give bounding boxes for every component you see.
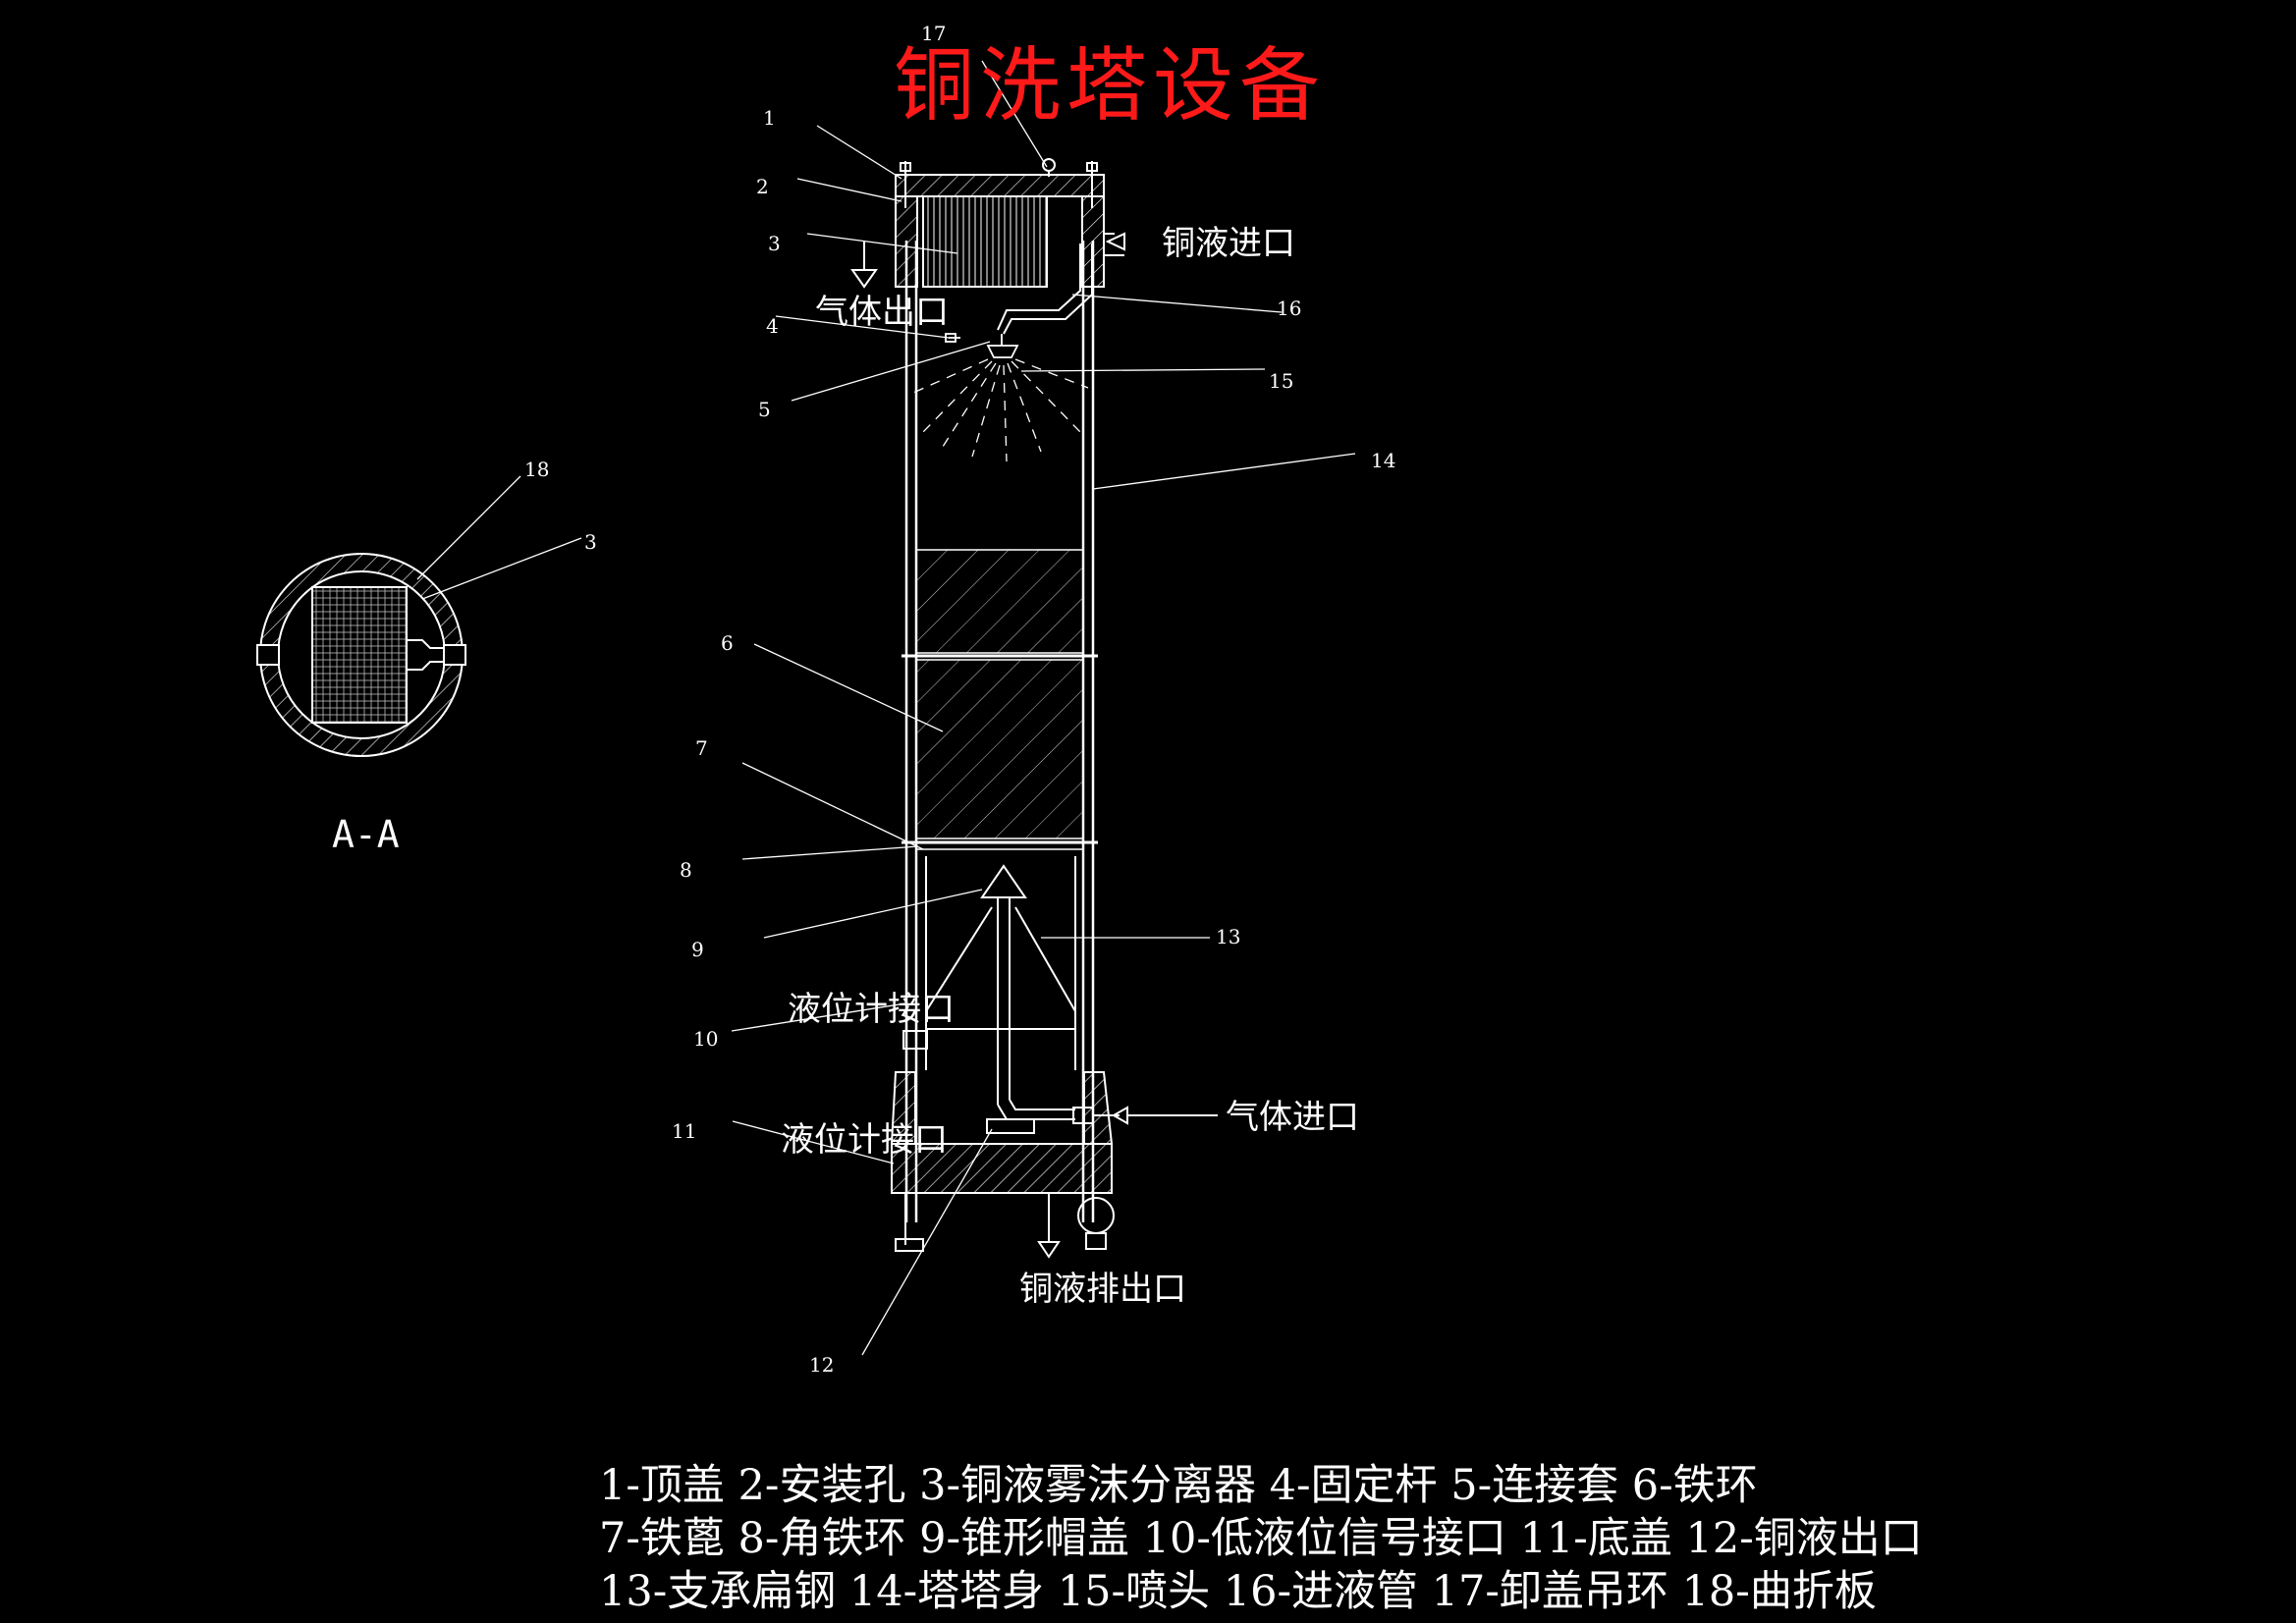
part-number-7: 7	[695, 736, 708, 760]
part-number-3-section: 3	[584, 530, 597, 554]
page-title: 铜洗塔设备	[894, 39, 1327, 133]
part-number-3: 3	[768, 232, 781, 255]
packing-beds	[902, 549, 1098, 850]
legend-line-1: 1-顶盖 2-安装孔 3-铜液雾沫分离器 4-固定杆 5-连接套 6-铁环	[599, 1461, 1758, 1510]
section-label: A-A	[332, 813, 400, 856]
label-copper-liquid-drain: 铜液排出口	[1019, 1270, 1186, 1309]
part-number-16: 16	[1277, 297, 1302, 320]
part-number-6: 6	[721, 631, 734, 655]
bottom-cover	[890, 1071, 1120, 1259]
part-number-15: 15	[1269, 369, 1294, 393]
top-cover	[895, 158, 1105, 288]
section-a-a	[256, 553, 466, 757]
label-level-port-upper: 液位计接口	[788, 990, 955, 1029]
inlet-pipe	[997, 232, 1125, 335]
part-number-14: 14	[1371, 449, 1396, 472]
label-copper-liquid-inlet: 铜液进口	[1162, 224, 1295, 263]
legend-line-2: 7-铁蓖 8-角铁环 9-锥形帽盖 10-低液位信号接口 11-底盖 12-铜液…	[599, 1514, 1923, 1563]
legend-line-3: 13-支承扁钢 14-塔塔身 15-喷头 16-进液管 17-卸盖吊环 18-曲…	[599, 1567, 1877, 1616]
flow-arrows	[850, 242, 1218, 1125]
spray-nozzle	[912, 333, 1089, 462]
part-number-11: 11	[672, 1119, 697, 1143]
support-and-cone	[902, 856, 1076, 1120]
label-gas-inlet: 气体进口	[1226, 1098, 1359, 1137]
part-number-13: 13	[1216, 925, 1241, 948]
part-number-9: 9	[691, 938, 704, 961]
part-number-2: 2	[756, 175, 769, 198]
part-number-17: 17	[921, 22, 947, 45]
part-number-1: 1	[763, 106, 776, 130]
leader-lines	[416, 60, 1356, 1356]
label-level-port-lower: 液位计接口	[781, 1120, 948, 1160]
part-number-12: 12	[809, 1353, 835, 1377]
part-number-8: 8	[680, 858, 692, 882]
part-number-4: 4	[766, 314, 779, 338]
part-number-10: 10	[693, 1027, 719, 1051]
label-gas-outlet: 气体出口	[815, 293, 949, 332]
part-number-18: 18	[524, 458, 550, 481]
part-number-5: 5	[758, 398, 771, 421]
